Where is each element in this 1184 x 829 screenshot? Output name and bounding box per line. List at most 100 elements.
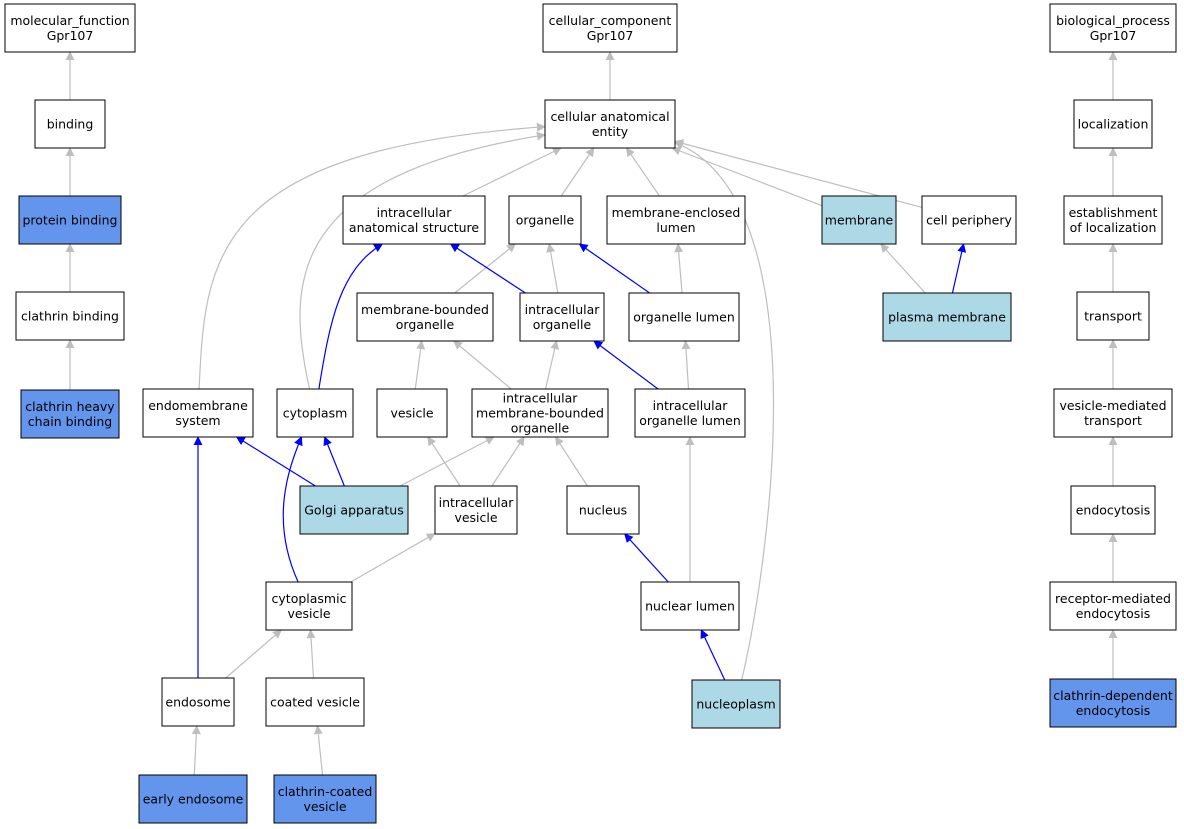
node-box <box>142 388 254 438</box>
node-label: organelle <box>396 317 455 332</box>
edge-part-of-golgi-to-cytoplasm <box>323 436 345 487</box>
edge-is-a-iv-to-imbo <box>491 436 525 487</box>
edge-part-of-golgi-to-endomembrane <box>235 436 316 487</box>
go-term-node-ol[interactable]: organelle lumen <box>628 292 740 342</box>
node-box <box>299 485 409 535</box>
node-label: organelle lumen <box>639 413 741 428</box>
edge-part-of-cytoplasm-to-ias <box>318 243 384 390</box>
node-label: vesicle-mediated <box>1059 398 1166 413</box>
go-term-node-organelle[interactable]: organelle <box>508 195 582 245</box>
go-term-node-protein-binding[interactable]: protein binding <box>18 195 122 245</box>
go-term-node-clathrin-binding[interactable]: clathrin binding <box>15 291 125 341</box>
node-label: membrane-enclosed <box>612 205 741 220</box>
node-box <box>161 677 235 727</box>
node-label: entity <box>592 124 629 139</box>
edge-is-a-endosome-to-cv <box>225 629 282 679</box>
edge-is-a-plasma_membrane-to-membrane <box>880 243 926 294</box>
node-box <box>276 388 354 438</box>
edge-is-a-cv-to-iv <box>350 533 436 583</box>
go-term-node-transport[interactable]: transport <box>1076 291 1150 341</box>
go-term-node-nucleoplasm[interactable]: nucleoplasm <box>691 679 781 729</box>
node-label: transport <box>1084 309 1142 324</box>
node-label: endocytosis <box>1076 606 1151 621</box>
go-term-node-membrane[interactable]: membrane <box>821 195 897 245</box>
node-label: membrane <box>825 213 894 228</box>
node-label: Golgi apparatus <box>304 503 404 518</box>
go-term-node-localization[interactable]: localization <box>1073 99 1153 149</box>
go-term-node-early-endosome[interactable]: early endosome <box>138 774 248 824</box>
go-term-node-cytoplasm[interactable]: cytoplasm <box>276 388 354 438</box>
node-label: localization <box>1078 117 1149 132</box>
node-box <box>273 774 377 824</box>
node-box <box>15 291 125 341</box>
node-label: cellular_component <box>549 13 672 28</box>
node-box <box>821 195 897 245</box>
node-box <box>921 195 1017 245</box>
edge-is-a-mel-to-cae <box>625 147 660 197</box>
node-box <box>34 99 106 149</box>
node-label: clathrin binding <box>21 309 119 324</box>
go-term-node-cell-periphery[interactable]: cell periphery <box>921 195 1017 245</box>
node-label: coated vesicle <box>270 695 360 710</box>
edge-is-a-imbo-to-io <box>544 340 560 390</box>
go-term-node-binding[interactable]: binding <box>34 99 106 149</box>
go-term-node-golgi[interactable]: Golgi apparatus <box>299 485 409 535</box>
go-term-node-coated-vesicle[interactable]: coated vesicle <box>265 677 365 727</box>
go-term-node-endosome[interactable]: endosome <box>161 677 235 727</box>
node-label: Gpr107 <box>587 28 634 43</box>
node-box <box>20 389 120 439</box>
node-box <box>342 195 486 245</box>
go-term-node-nucleus[interactable]: nucleus <box>566 485 640 535</box>
node-label: vesicle <box>390 406 433 421</box>
node-label: vesicle <box>454 510 497 525</box>
node-label: of localization <box>1070 220 1157 235</box>
edge-part-of-nucleoplasm-to-nl <box>700 629 726 681</box>
node-label: organelle lumen <box>633 310 735 325</box>
node-label: membrane-bounded <box>361 302 489 317</box>
go-term-node-vesicle[interactable]: vesicle <box>376 388 448 438</box>
node-label: cytoplasmic <box>272 591 347 606</box>
edge-is-a-membrane-to-cae <box>671 146 823 207</box>
go-term-node-nl[interactable]: nuclear lumen <box>640 581 740 631</box>
node-label: vesicle <box>287 606 330 621</box>
node-label: nucleoplasm <box>696 697 775 712</box>
node-label: molecular_function <box>10 13 129 28</box>
edge-is-a-early_endosome-to-endosome <box>191 725 201 776</box>
node-label: protein binding <box>22 213 117 228</box>
node-label: anatomical structure <box>349 220 479 235</box>
edge-is-a-ol-to-mel <box>674 243 684 294</box>
node-label: vesicle <box>303 799 346 814</box>
node-label: clathrin heavy <box>25 399 115 414</box>
node-box <box>18 195 122 245</box>
edge-is-a-cytoplasm-to-cae <box>299 131 546 390</box>
edge-is-a-endomembrane-to-cae <box>198 122 546 390</box>
node-box <box>1063 195 1163 245</box>
go-term-node-plasma-membrane[interactable]: plasma membrane <box>882 292 1012 342</box>
node-box <box>1076 291 1150 341</box>
node-label: organelle <box>533 317 592 332</box>
node-box <box>265 677 365 727</box>
node-box <box>544 99 676 149</box>
edge-part-of-iol-to-io <box>593 340 659 390</box>
go-term-node-endocytosis[interactable]: endocytosis <box>1070 485 1156 535</box>
